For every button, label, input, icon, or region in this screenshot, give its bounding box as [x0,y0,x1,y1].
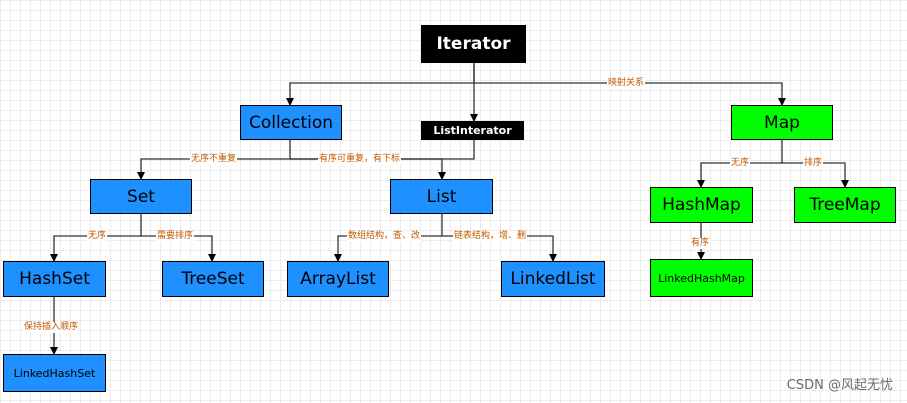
node-iterator[interactable]: Iterator [421,25,526,63]
label-hashmap-ordered: 有序 [690,238,711,249]
edge-iterator-map [474,82,786,106]
edge-iterator-collection [286,63,475,106]
node-list[interactable]: List [390,179,493,214]
node-arraylist[interactable]: ArrayList [287,261,389,297]
label-array-structure: 数组结构，查、改 [347,231,422,242]
node-hashmap[interactable]: HashMap [650,187,753,223]
label-map-sorted: 排序 [803,158,824,169]
node-linkedlist[interactable]: LinkedList [501,261,605,297]
label-linked-structure: 链表结构，增、删 [453,231,528,242]
node-hashset[interactable]: HashSet [3,261,106,297]
watermark: CSDN @风起无忧 [786,378,893,393]
label-set-sorted: 需要排序 [156,231,195,242]
node-collection[interactable]: Collection [240,105,342,140]
label-unordered-unique: 无序不重复 [190,154,238,165]
label-ordered-repeatable: 有序可重复，有下标 [318,154,402,165]
edge-listiterator-list [438,140,475,180]
node-treemap[interactable]: TreeMap [794,187,896,223]
node-linkedhashset[interactable]: LinkedHashSet [3,354,106,392]
node-listiterator[interactable]: ListInterator [421,121,524,140]
label-insertion-order: 保持插入顺序 [23,322,80,333]
label-set-unordered: 无序 [87,231,108,242]
node-map[interactable]: Map [731,105,833,140]
node-set[interactable]: Set [90,179,192,214]
label-map-unordered: 无序 [730,158,751,169]
label-mapping: 映射关系 [607,78,646,89]
node-linkedhashmap[interactable]: LinkedHashMap [650,259,753,297]
node-treeset[interactable]: TreeSet [162,261,264,297]
